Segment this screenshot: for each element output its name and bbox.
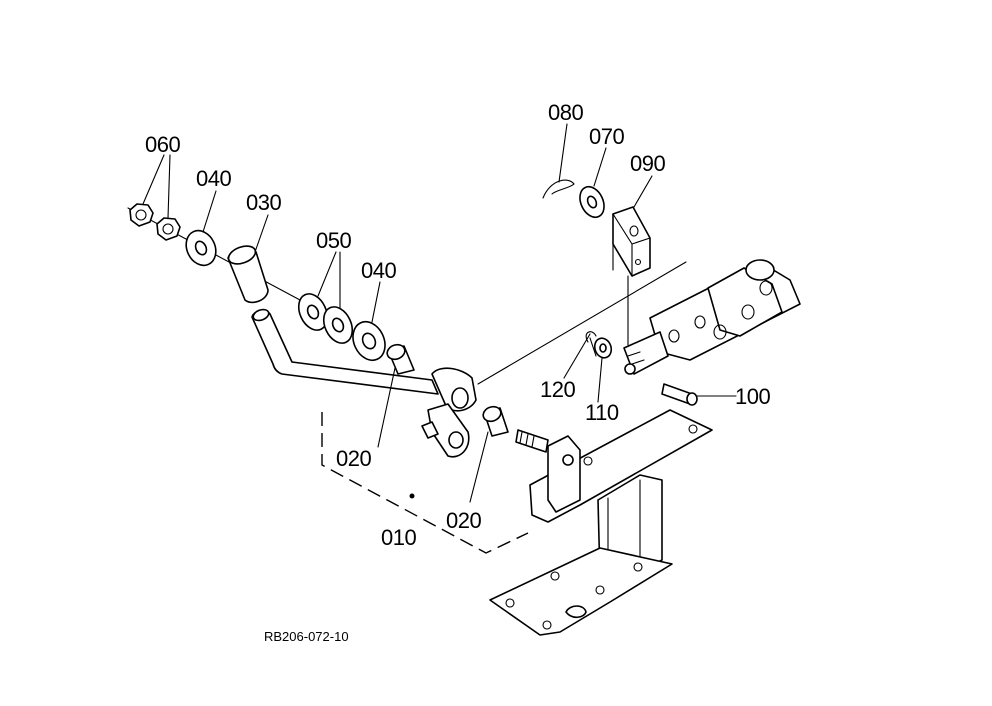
washer-070 <box>579 185 605 219</box>
lever-arm-010 <box>251 308 477 458</box>
callout-040-lower: 040 <box>361 258 396 283</box>
block-090 <box>612 206 651 277</box>
callout-080: 080 <box>548 100 583 125</box>
control-valve <box>623 259 801 375</box>
callout-060: 060 <box>145 132 180 157</box>
callout-070: 070 <box>589 124 624 149</box>
callout-040-upper: 040 <box>196 166 231 191</box>
knob-grip-030 <box>227 245 269 304</box>
callout-030: 030 <box>246 190 281 215</box>
callout-labels: 060 040 030 050 040 020 020 010 080 070 … <box>145 100 771 550</box>
callout-100: 100 <box>735 384 770 409</box>
washers-050 <box>297 293 354 344</box>
washer-040-lower <box>352 320 386 362</box>
callout-020-upper: 020 <box>336 446 371 471</box>
mounting-bracket <box>489 409 713 636</box>
callout-010: 010 <box>381 525 416 550</box>
clip-080 <box>542 179 575 199</box>
callout-020-lower: 020 <box>446 508 481 533</box>
washer-110 <box>593 337 613 359</box>
nut-060-pair <box>129 203 181 241</box>
bushing-020-upper <box>386 343 415 375</box>
callout-120: 120 <box>540 377 575 402</box>
callout-leaders <box>142 123 737 503</box>
callout-050: 050 <box>316 228 351 253</box>
pivot-bolt <box>515 429 549 453</box>
pin-100 <box>661 383 698 406</box>
washer-040-upper <box>185 229 217 267</box>
callout-090: 090 <box>630 151 665 176</box>
drawing-code: RB206-072-10 <box>264 629 349 644</box>
bushing-020-lower <box>482 405 509 437</box>
callout-110: 110 <box>585 400 619 425</box>
